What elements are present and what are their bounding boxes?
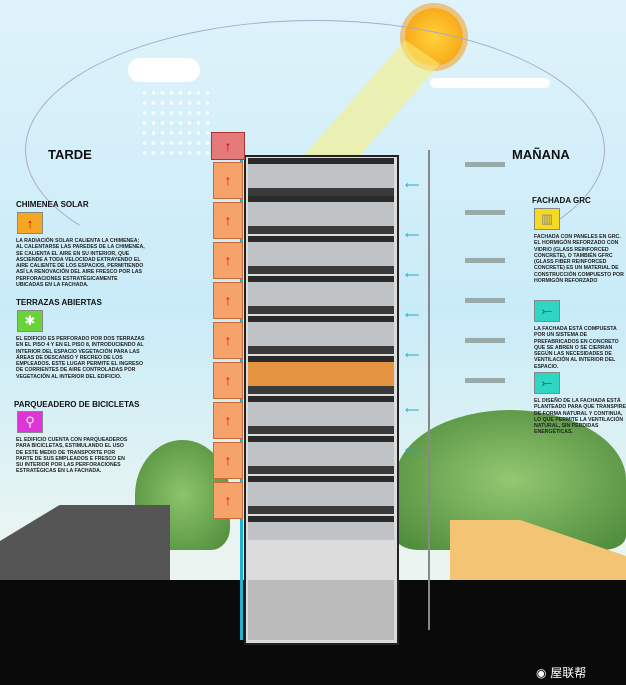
chimenea-title: CHIMENEA SOLAR	[16, 200, 89, 209]
chimney-arrow-up: ↑	[213, 442, 243, 479]
level-tag	[465, 338, 505, 343]
chimney-arrow-up: ↑	[213, 322, 243, 359]
level-tag	[465, 258, 505, 263]
chimney-arrow-up: ↑	[213, 362, 243, 399]
floor	[248, 236, 394, 274]
terrace-floor	[248, 356, 394, 394]
floor	[248, 316, 394, 354]
floor	[248, 396, 394, 434]
airflow-arrow-icon: ⟵	[405, 445, 420, 456]
bicicletas-text: El edificio cuenta con parqueaderos para…	[16, 437, 128, 475]
facade-panel-icon: ▥	[534, 208, 560, 230]
chimenea-text: La radiación solar calienta la chimenea;…	[16, 238, 145, 289]
chimney-arrow-up: ↑	[213, 242, 243, 279]
level-line	[428, 150, 430, 630]
level-tag	[465, 162, 505, 167]
fachada-grc-text: Fachada con paneles en GRC. El hormigón …	[534, 234, 624, 285]
chimney-arrow-up: ↑	[213, 482, 243, 519]
airflow-arrow-icon: ⟵	[405, 180, 420, 191]
floor	[248, 516, 394, 540]
plant-icon: ✱	[17, 310, 43, 332]
chimney-arrow-up: ↑	[213, 282, 243, 319]
airflow-arrow-icon: ⟵	[405, 310, 420, 321]
chimney-arrow-up: ↑	[213, 162, 243, 199]
airflow-arrow-icon: ⟵	[405, 405, 420, 416]
chimney-arrow-icon: ↑	[17, 212, 43, 234]
chimney-top: ↑	[211, 132, 245, 160]
basement	[248, 580, 394, 640]
heading-manana: MAÑANA	[512, 147, 570, 162]
level-tag	[465, 378, 505, 383]
transpire-text: El diseño de la fachada está planteado p…	[534, 398, 626, 436]
floor	[248, 196, 394, 234]
level-tag	[465, 210, 505, 215]
wind-flow-icon: ⤚	[534, 300, 560, 322]
airflow-arrow-icon: ⟵	[405, 350, 420, 361]
airflow-arrow-icon: ⟵	[405, 270, 420, 281]
terrazas-title: TERRAZAS ABIERTAS	[16, 298, 102, 307]
sun-path-arc	[25, 20, 605, 280]
water-pipe	[240, 160, 243, 640]
wind-flow-icon: ⤚	[534, 372, 560, 394]
heading-tarde: TARDE	[48, 147, 92, 162]
level-tag	[465, 298, 505, 303]
bicycle-icon: ⚲	[17, 411, 43, 433]
chimney-arrow-up: ↑	[213, 202, 243, 239]
watermark: ◉ 屋联帮	[536, 666, 587, 680]
bicicletas-title: PARQUEADERO DE BICICLETAS	[14, 400, 140, 409]
wechat-icon: ◉	[536, 666, 551, 680]
terrazas-text: El edificio es perforado por dos terraza…	[16, 336, 145, 380]
floor	[248, 436, 394, 474]
airflow-arrow-icon: ⟵	[405, 230, 420, 241]
floor	[248, 476, 394, 514]
ventilation-text: La fachada está compuesta por un sistema…	[534, 326, 619, 370]
floor	[248, 158, 394, 196]
chimney-arrow-up: ↑	[213, 402, 243, 439]
floor	[248, 276, 394, 314]
fachada-grc-title: FACHADA GRC	[532, 196, 591, 205]
